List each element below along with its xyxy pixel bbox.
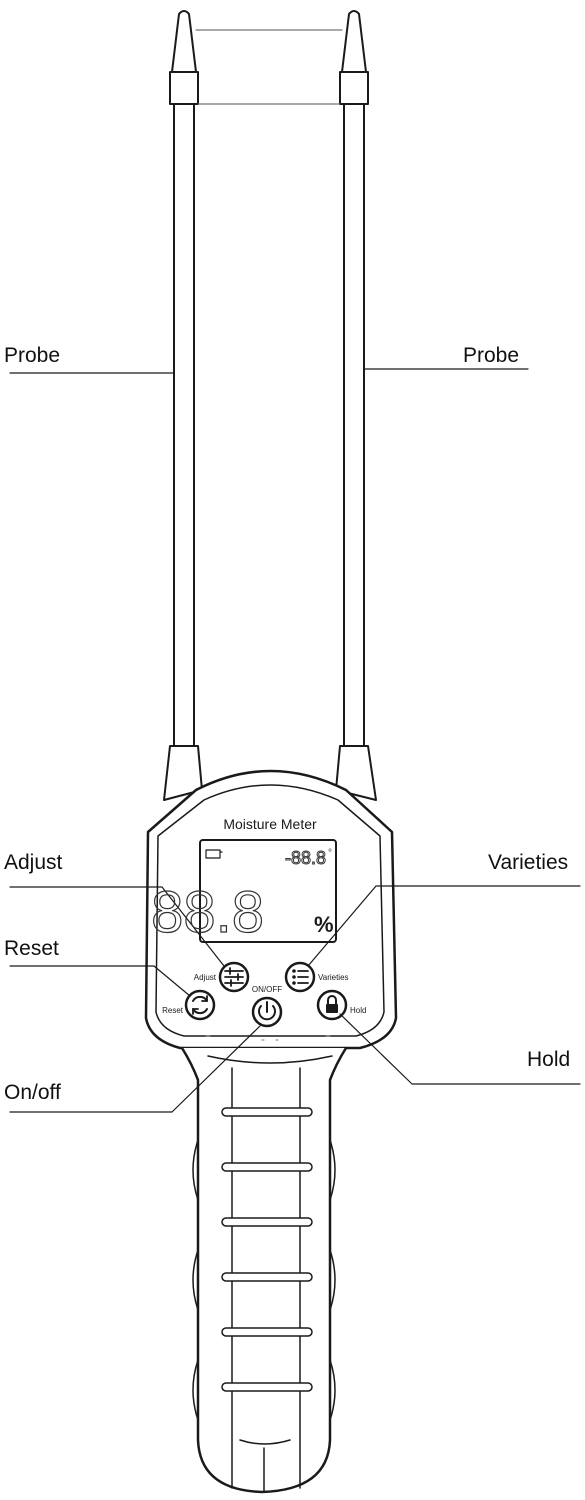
lcd-screen [199,839,337,943]
right-probe-tip [339,10,369,105]
device-title: Moisture Meter [223,816,317,832]
callout-reset: Reset [4,937,59,960]
lcd-temp-reading: -88.8 [285,848,326,868]
neck-line [207,1055,333,1064]
on-off-button[interactable] [251,996,283,1028]
grip-ribs [221,1107,313,1392]
lcd-main-reading: 88.8 [151,880,264,945]
left-probe-rod [173,103,195,747]
leader-lines [9,368,581,1113]
battery-icon [205,849,221,859]
lcd-temp-unit: ° [328,848,332,859]
callout-hold: Hold [527,1048,571,1071]
callout-varieties: Varieties [488,851,569,874]
power-icon [258,1005,276,1021]
reset-button-label: Reset [162,1006,184,1015]
varieties-button-label: Varieties [318,973,349,982]
lcd-percent-unit: % [314,912,334,937]
callout-on-off: On/off [4,1081,61,1104]
handle-grip [180,1046,348,1494]
lock-icon [326,1004,338,1013]
adjust-button[interactable] [218,961,250,993]
callout-probe-left: Probe [4,344,61,367]
hold-button[interactable] [316,989,348,1021]
on-off-button-label: ON/OFF [252,985,282,994]
right-probe-rod [343,103,365,747]
reset-button[interactable] [184,989,216,1021]
varieties-button[interactable] [284,961,316,993]
adjust-button-label: Adjust [194,973,217,982]
list-icon [292,969,296,973]
lcd-readout: 88.8 % -88.8 ° [151,848,334,946]
callout-probe-right: Probe [463,344,520,367]
hold-button-label: Hold [350,1006,366,1015]
left-probe-tip [169,10,199,105]
right-probe-collar [335,745,377,801]
callout-adjust: Adjust [4,851,63,874]
